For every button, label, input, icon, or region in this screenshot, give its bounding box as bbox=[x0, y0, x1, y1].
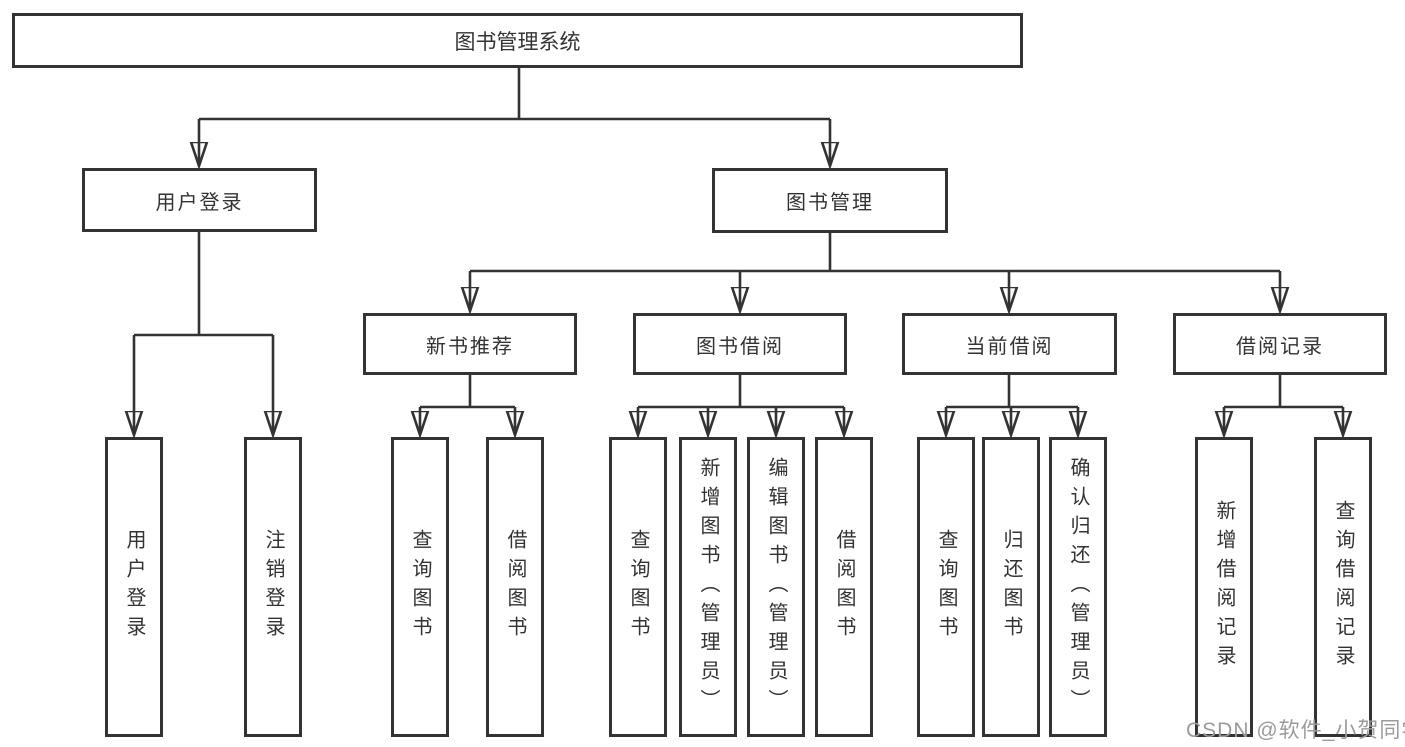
connector-current-to-leaves bbox=[946, 375, 1078, 435]
node-user-login: 用户登录 bbox=[82, 168, 317, 232]
connector-mgmt-to-level3 bbox=[470, 233, 1280, 311]
node-label: 新书推荐 bbox=[426, 335, 514, 358]
leaf-label: 查询图书 bbox=[409, 529, 431, 645]
leaf-label: 确认归还（管理员） bbox=[1067, 456, 1089, 718]
node-borrowing-records: 借阅记录 bbox=[1173, 313, 1387, 375]
connector-login-to-leaves bbox=[134, 232, 273, 435]
node-label: 图书管理 bbox=[786, 192, 874, 214]
leaf-label: 编辑图书（管理员） bbox=[765, 456, 787, 718]
leaf-label: 查询借阅记录 bbox=[1332, 500, 1354, 674]
leaf-borrow-books: 借阅图书 bbox=[815, 437, 873, 737]
leaf-recommend-borrow-books: 借阅图书 bbox=[486, 437, 544, 737]
leaf-label: 借阅图书 bbox=[504, 529, 526, 645]
leaf-search-borrow-record: 查询借阅记录 bbox=[1314, 437, 1372, 737]
node-book-borrowing: 图书借阅 bbox=[633, 313, 847, 375]
connector-root-to-level2 bbox=[199, 68, 830, 166]
leaf-recommend-search-books: 查询图书 bbox=[391, 437, 449, 737]
node-current-borrowing: 当前借阅 bbox=[902, 313, 1117, 375]
leaf-label: 借阅图书 bbox=[833, 529, 855, 645]
leaf-logout: 注销登录 bbox=[244, 437, 302, 737]
connector-newbook-to-leaves bbox=[420, 375, 515, 435]
node-book-management: 图书管理 bbox=[712, 168, 948, 233]
csdn-watermark: CSDN @软件_小贺同学 bbox=[1186, 719, 1405, 742]
connector-records-to-leaves bbox=[1224, 375, 1343, 435]
node-new-book-recommend: 新书推荐 bbox=[363, 313, 577, 375]
leaf-label: 查询图书 bbox=[935, 529, 957, 645]
leaf-confirm-return-admin: 确认归还（管理员） bbox=[1049, 437, 1107, 737]
leaf-return-books: 归还图书 bbox=[982, 437, 1040, 737]
node-label: 用户登录 bbox=[155, 191, 244, 214]
leaf-add-books-admin: 新增图书（管理员） bbox=[679, 437, 737, 737]
leaf-current-search-books: 查询图书 bbox=[917, 437, 975, 737]
leaf-label: 归还图书 bbox=[1000, 529, 1022, 645]
node-label: 借阅记录 bbox=[1236, 335, 1324, 358]
leaf-edit-books-admin: 编辑图书（管理员） bbox=[747, 437, 805, 737]
leaf-label: 新增借阅记录 bbox=[1213, 500, 1235, 674]
leaf-add-borrow-record: 新增借阅记录 bbox=[1195, 437, 1253, 737]
leaf-borrow-search-books: 查询图书 bbox=[609, 437, 667, 737]
leaf-label: 新增图书（管理员） bbox=[697, 456, 719, 718]
node-label: 图书借阅 bbox=[696, 335, 784, 358]
connector-borrow-to-leaves bbox=[638, 375, 844, 435]
leaf-label: 注销登录 bbox=[262, 529, 284, 645]
node-system-root: 图书管理系统 bbox=[12, 13, 1023, 68]
node-label: 当前借阅 bbox=[965, 335, 1054, 358]
leaf-label: 用户登录 bbox=[123, 529, 145, 645]
node-label: 图书管理系统 bbox=[454, 30, 581, 54]
leaf-label: 查询图书 bbox=[627, 529, 649, 645]
leaf-user-login: 用户登录 bbox=[105, 437, 163, 737]
